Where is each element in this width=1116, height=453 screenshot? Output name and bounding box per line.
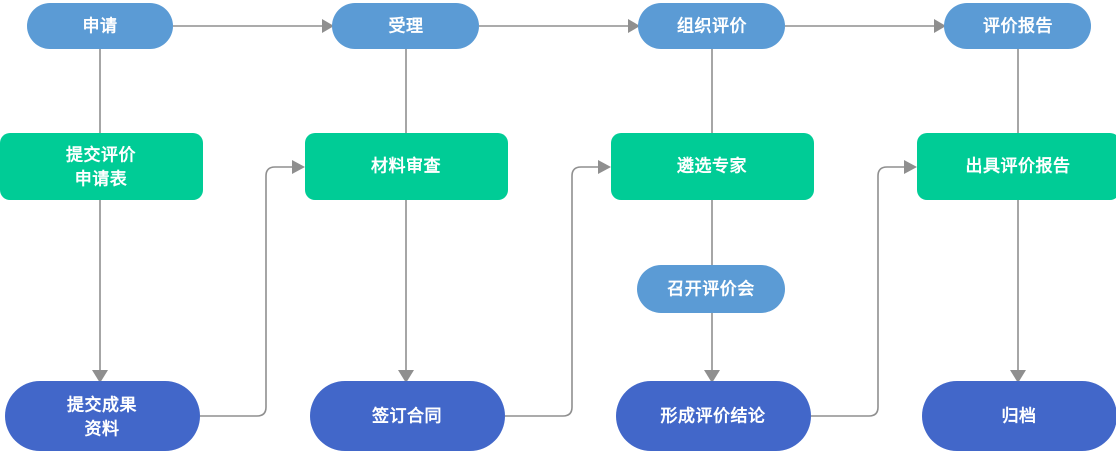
edge-zuzhipingjia-to-xingchengjielun [704, 49, 720, 383]
edge-shenqing-to-tijiaochengguo [92, 49, 108, 383]
node-xingchengpingjiajielun[interactable]: 形成评价结论 [616, 381, 811, 451]
nodes-layer: 申请 受理 组织评价 评价报告 提交评价 申请表 [0, 3, 1116, 451]
node-zuzhipingjia[interactable]: 组织评价 [638, 3, 785, 49]
edge-zuzhipingjia-to-pingjiabaogao [785, 19, 946, 33]
node-tijiaochengguoziliao[interactable]: 提交成果 资料 [5, 381, 200, 451]
node-chujupingjiabaogao[interactable]: 出具评价报告 [917, 133, 1116, 200]
edge-pingjiabaogao-to-guidang [1010, 49, 1026, 383]
node-guidang[interactable]: 归档 [922, 381, 1116, 451]
edge-qiandinghetong-to-xuanxuanzhuanjia [505, 160, 611, 417]
edge-shouli-to-qiandinghetong [398, 49, 414, 383]
node-zhaokaipingjiahui[interactable]: 召开评价会 [637, 265, 785, 313]
node-shouli[interactable]: 受理 [332, 3, 479, 49]
connectors-layer [92, 19, 1026, 417]
node-qiandinghetong[interactable]: 签订合同 [310, 381, 505, 451]
edge-xingchengjielun-to-chujubaogao [811, 160, 917, 417]
edge-shenqing-to-shouli [173, 19, 334, 33]
node-shenqing[interactable]: 申请 [27, 3, 173, 49]
edge-tijiaochengguo-to-cailiaoshencha [200, 160, 305, 417]
node-pingjiabaogao[interactable]: 评价报告 [944, 3, 1091, 49]
node-tijiaopingjiashenqingbiao[interactable]: 提交评价 申请表 [0, 133, 203, 200]
node-cailiaoshencha[interactable]: 材料审查 [305, 133, 508, 200]
node-xuanxuanzhuanjia[interactable]: 遴选专家 [611, 133, 814, 200]
edge-shouli-to-zuzhipingjia [479, 19, 640, 33]
